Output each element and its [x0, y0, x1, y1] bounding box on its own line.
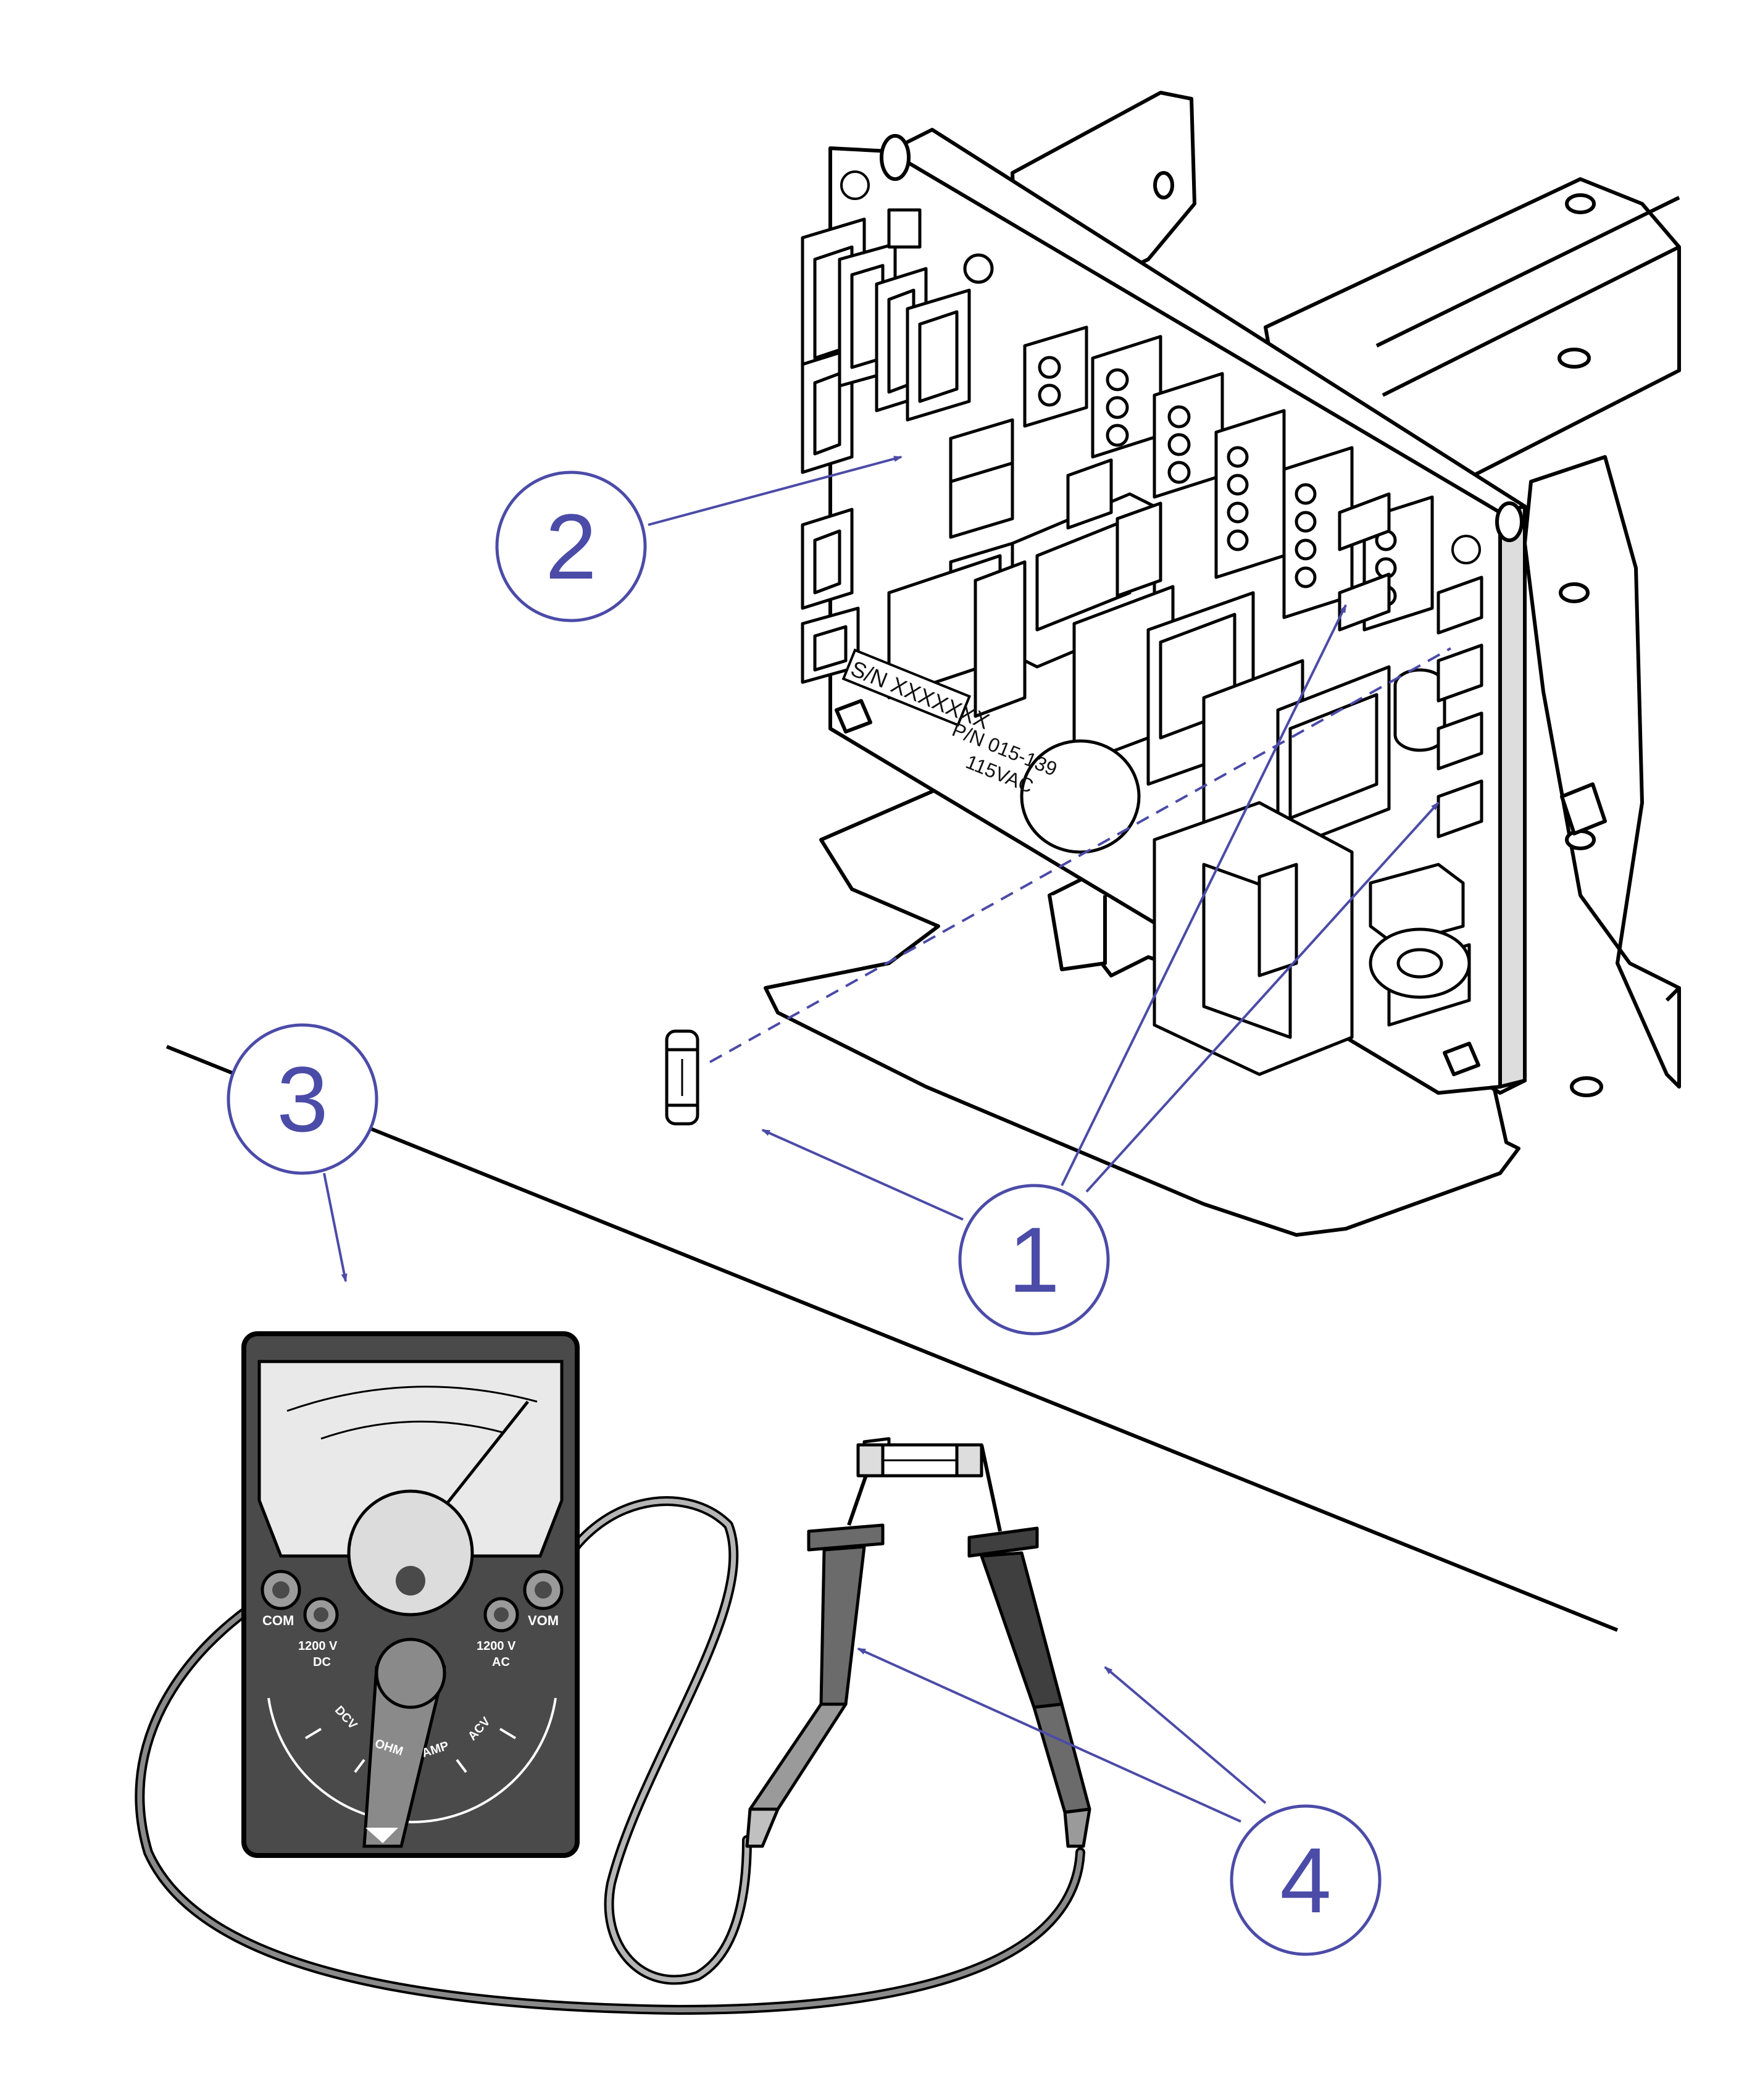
jack-ac-volts-label: 1200 V [477, 1639, 516, 1653]
separator-line [165, 1045, 1619, 1632]
callout-3-label: 3 [277, 1047, 328, 1151]
callout-2: 2 [495, 471, 647, 622]
fuse-removal-path [709, 647, 1451, 1063]
jack-com-label: COM [262, 1613, 294, 1628]
meter-needle [443, 1400, 529, 1508]
fuse-under-test [856, 1443, 983, 1478]
fuse [665, 1029, 699, 1126]
leader-1-holder-b [1085, 801, 1440, 1193]
selector-arc [267, 1697, 557, 1823]
test-probe-right [967, 1444, 1091, 1848]
board-components [887, 458, 1471, 1076]
meter-scale-inner [320, 1420, 504, 1440]
jack-ac-unit-label: AC [492, 1655, 510, 1669]
jack-dc-unit-label: DC [313, 1655, 331, 1669]
edge-connectors [801, 208, 1014, 684]
test-probe-left [745, 1437, 891, 1848]
callout-4: 4 [1230, 1804, 1382, 1956]
multimeter: COM VOM 1200 V DC 1200 V AC DCV OHM AMP … [241, 1331, 580, 1858]
leader-1-holder-a [1061, 604, 1347, 1186]
jack-dc-volts-label: 1200 V [298, 1639, 338, 1653]
meter-scale-outer [286, 1386, 538, 1412]
leader-2-board [648, 456, 903, 526]
leader-3-meter [323, 1173, 348, 1282]
callout-4-label: 4 [1280, 1828, 1331, 1932]
serial-label-box [841, 648, 972, 727]
leader-4-probe-right [1104, 1666, 1267, 1804]
callout-1: 1 [958, 1184, 1110, 1336]
jack-vom-label: VOM [528, 1613, 559, 1628]
callout-2-label: 2 [545, 495, 596, 598]
leader-lines [323, 456, 1440, 1823]
leader-1-fuse [761, 1129, 964, 1221]
callout-1-label: 1 [1008, 1208, 1059, 1311]
callout-3: 3 [227, 1023, 378, 1175]
meter-leads [135, 1496, 1085, 2015]
fuse-holders [1338, 492, 1483, 839]
meter-face [257, 1360, 564, 1558]
meter-zero-knob [347, 1489, 474, 1617]
leader-4-probe-left [857, 1647, 1241, 1823]
